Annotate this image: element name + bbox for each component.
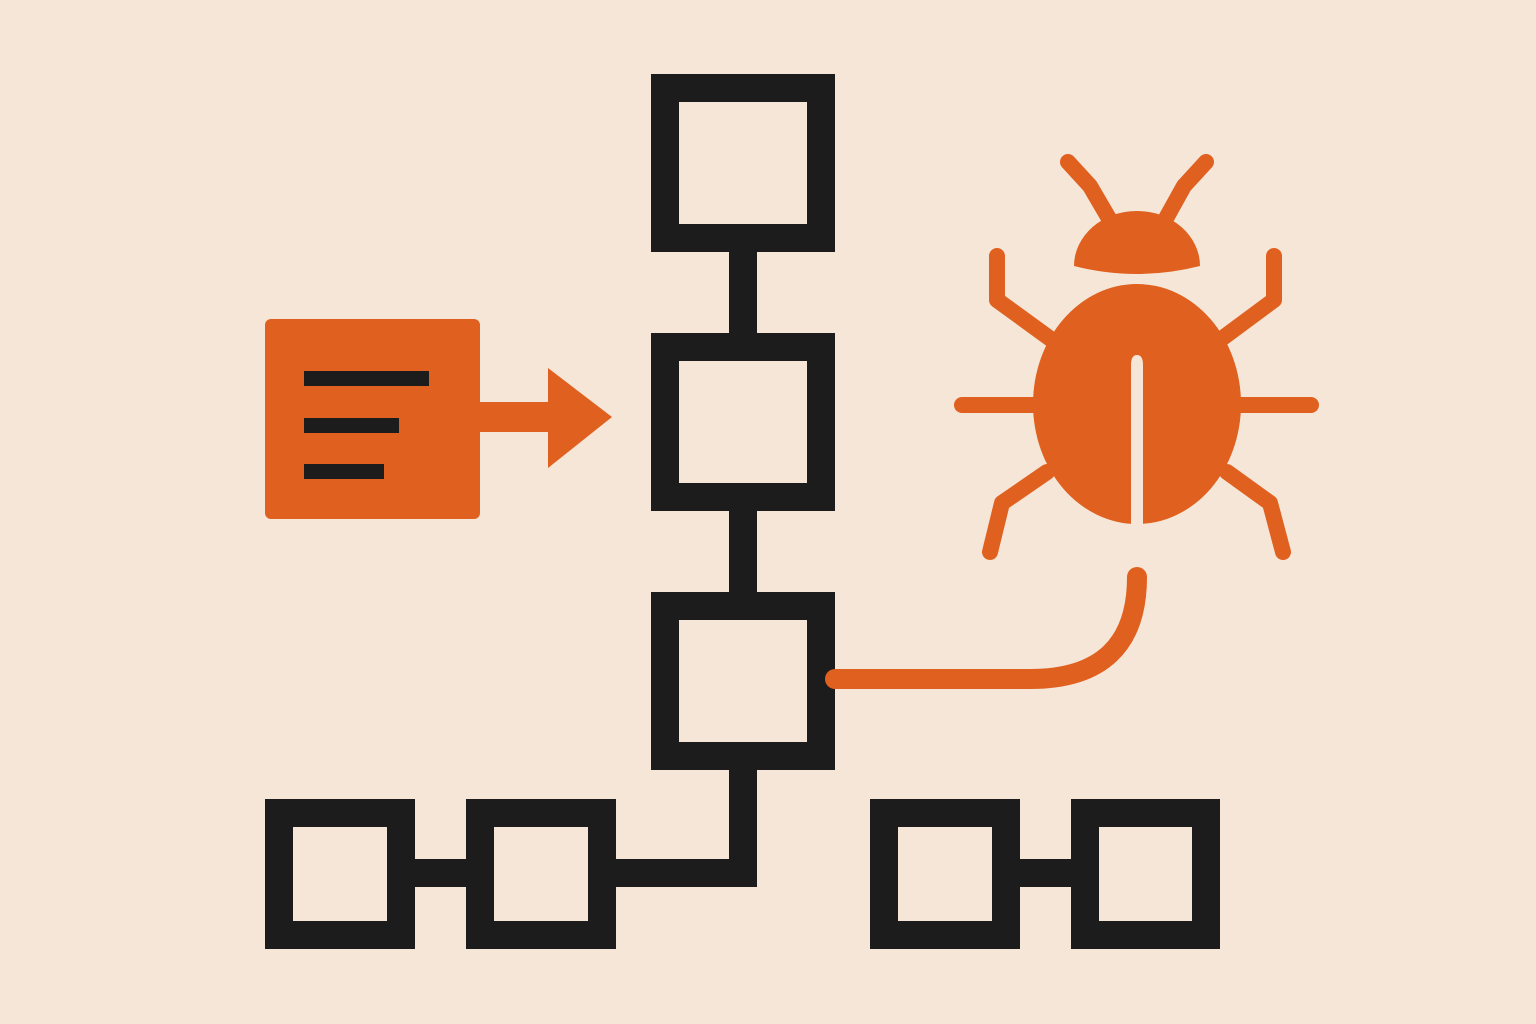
ink-nodes: [265, 74, 1220, 949]
bug-icon: [954, 154, 1319, 560]
bug-legs: [954, 154, 1319, 560]
bug-leg-lower-right: [1219, 464, 1291, 560]
node-bottom-1: [265, 799, 415, 949]
bug-wing-split: [1131, 355, 1143, 524]
connector-lower-to-bottom-left: [614, 768, 757, 887]
ink-connectors: [414, 250, 1072, 887]
arrow-shaft: [478, 402, 550, 432]
bug-leg-upper-left: [989, 248, 1060, 348]
node-lower: [651, 592, 835, 770]
bug-antenna-right: [1156, 154, 1214, 230]
document-line-2: [304, 418, 399, 433]
arrow-right-icon: [478, 368, 612, 468]
document-line-1: [304, 371, 429, 386]
document-line-3: [304, 464, 384, 479]
bug-antenna-left: [1060, 154, 1119, 230]
node-middle: [651, 333, 835, 511]
bug-head: [1074, 211, 1200, 274]
arrow-head: [548, 368, 612, 468]
bug-leg-upper-right: [1212, 248, 1282, 348]
bug-link-curve: [825, 567, 1147, 689]
node-bottom-2: [466, 799, 616, 949]
node-bottom-4: [1071, 799, 1220, 949]
node-bottom-3: [870, 799, 1020, 949]
node-top: [651, 74, 835, 252]
document-icon: [265, 319, 480, 519]
bug-leg-lower-left: [982, 464, 1055, 560]
